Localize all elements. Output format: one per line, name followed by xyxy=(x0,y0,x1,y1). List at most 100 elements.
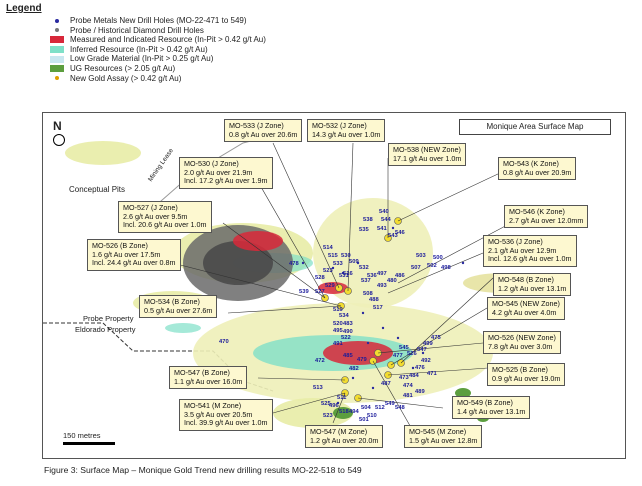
callout-line: 14.3 g/t Au over 1.0m xyxy=(312,129,381,139)
callout-line: 0.8 g/t Au over 20.6m xyxy=(229,129,298,139)
drill-hole-label: 530 xyxy=(341,253,351,259)
drill-hole-label: 541 xyxy=(377,226,387,232)
legend-item: Measured and Indicated Resource (In-Pit … xyxy=(50,35,266,45)
callout-line: Incl. 24.4 g/t Au over 0.8m xyxy=(92,258,176,268)
callout-mo-547m[interactable]: MO-547 (M Zone)1.2 g/t Au over 20.0m xyxy=(305,425,384,449)
drill-hole-label: 547 xyxy=(417,347,427,353)
callout-mo-545n[interactable]: MO-545 (NEW Zone)4.2 g/t Au over 4.0m xyxy=(487,297,565,321)
measured-indicated-resource xyxy=(233,231,283,251)
callout-line: MO-532 (J Zone) xyxy=(312,121,367,130)
drill-hole-label: 539 xyxy=(299,289,309,295)
legend-swatch xyxy=(50,65,64,73)
legend-swatch xyxy=(50,36,64,44)
legend-item-label: Probe Metals New Drill Holes (MO-22-471 … xyxy=(70,16,247,25)
legend-item-label: Probe / Historical Diamond Drill Holes xyxy=(70,25,204,35)
drill-hole-label: 471 xyxy=(427,371,437,377)
drill-hole-label: 481 xyxy=(403,393,413,399)
legend-item: Inferred Resource (In-Pit > 0.42 g/t Au) xyxy=(50,45,266,55)
callout-line: MO-530 (J Zone) xyxy=(184,159,239,168)
drill-hole-label: 491 xyxy=(333,341,343,347)
drill-hole-label: 534 xyxy=(339,313,349,319)
map-title: Monique Area Surface Map xyxy=(459,119,611,135)
drill-hole-label: 503 xyxy=(416,253,426,259)
legend-item: UG Resources (> 2.05 g/t Au) xyxy=(50,64,266,74)
callout-line: MO-548 (B Zone) xyxy=(498,275,554,284)
drill-hole-label: 518 xyxy=(339,409,349,415)
legend: Probe Metals New Drill Holes (MO-22-471 … xyxy=(50,16,266,83)
drill-hole-label: 479 xyxy=(357,357,367,363)
drill-hole-label: 531 xyxy=(339,273,349,279)
callout-mo-538[interactable]: MO-538 (NEW Zone)17.1 g/t Au over 1.0m xyxy=(388,143,467,167)
drill-hole-label: 540 xyxy=(379,209,389,215)
probe-property-label: Probe Property xyxy=(83,314,134,323)
callout-mo-548[interactable]: MO-548 (B Zone)1.2 g/t Au over 13.1m xyxy=(493,273,572,297)
callout-mo-546[interactable]: MO-546 (K Zone)2.7 g/t Au over 12.0mm xyxy=(504,205,589,229)
callout-mo-525[interactable]: MO-525 (B Zone)0.9 g/t Au over 19.0m xyxy=(487,363,566,387)
ug-resource xyxy=(455,388,471,398)
drill-hole-label: 523 xyxy=(323,413,333,419)
callout-mo-549[interactable]: MO-549 (B Zone)1.4 g/t Au over 13.1m xyxy=(452,396,531,420)
callout-line: MO-545 (M Zone) xyxy=(409,427,467,436)
drill-hole-label: 517 xyxy=(373,305,383,311)
drill-hole-label: 478 xyxy=(289,261,299,267)
drill-hole-label: 483 xyxy=(343,321,353,327)
legend-item: Probe Metals New Drill Holes (MO-22-471 … xyxy=(50,16,266,26)
drill-hole-label: 544 xyxy=(381,217,391,223)
callout-line: MO-533 (J Zone) xyxy=(229,121,284,130)
drill-hole-label: 475 xyxy=(431,335,441,341)
callout-mo-526n[interactable]: MO-526 (NEW Zone)7.8 g/t Au over 3.0m xyxy=(483,331,561,355)
callout-line: MO-541 (M Zone) xyxy=(184,401,242,410)
callout-line: 1.4 g/t Au over 13.1m xyxy=(457,406,526,416)
callout-mo-543[interactable]: MO-543 (K Zone)0.8 g/t Au over 20.9m xyxy=(498,157,577,181)
callout-line: 7.8 g/t Au over 3.0m xyxy=(488,341,553,351)
callout-line: MO-546 (K Zone) xyxy=(509,207,565,216)
callout-line: 3.5 g/t Au over 20.5m xyxy=(184,409,253,419)
drill-hole-label: 519 xyxy=(333,307,343,313)
inferred-resource xyxy=(165,323,201,333)
callout-mo-545m[interactable]: MO-545 (M Zone)1.5 g/t Au over 12.8m xyxy=(404,425,483,449)
drill-hole-label: 482 xyxy=(349,366,359,372)
legend-item-label: Measured and Indicated Resource (In-Pit … xyxy=(70,35,266,45)
callout-mo-533[interactable]: MO-533 (J Zone)0.8 g/t Au over 20.6m xyxy=(224,119,303,143)
drill-hole-label: 504 xyxy=(361,405,371,411)
legend-item-label: Inferred Resource (In-Pit > 0.42 g/t Au) xyxy=(70,44,208,54)
legend-item-label: Low Grade Material (In-Pit > 0.25 g/t Au… xyxy=(70,54,214,64)
callout-line: 1.5 g/t Au over 12.8m xyxy=(409,435,478,445)
drill-hole-label: 538 xyxy=(363,217,373,223)
surface-map[interactable]: Monique Area Surface Map N Conceptual Pi… xyxy=(42,112,626,459)
callout-line: MO-525 (B Zone) xyxy=(492,365,548,374)
callout-line: 0.8 g/t Au over 20.9m xyxy=(503,167,572,177)
drill-hole-label: 527 xyxy=(315,289,325,295)
conceptual-pits-label: Conceptual Pits xyxy=(69,185,126,194)
conceptual-pit xyxy=(203,241,273,285)
drill-hole-label: 520 xyxy=(333,321,343,327)
drill-hole-label: 507 xyxy=(411,265,421,271)
drill-hole-label: 532 xyxy=(359,265,369,271)
callout-line: 17.1 g/t Au over 1.0m xyxy=(393,153,462,163)
callout-line: 1.2 g/t Au over 13.1m xyxy=(498,283,567,293)
low-grade-zone xyxy=(273,398,353,428)
callout-line: MO-536 (J Zone) xyxy=(488,237,543,246)
callout-line: MO-534 (B Zone) xyxy=(144,297,200,306)
callout-line: 0.9 g/t Au over 19.0m xyxy=(492,373,561,383)
drill-hole-label: 511 xyxy=(337,395,347,401)
drill-hole-label: 508 xyxy=(363,291,373,297)
callout-line: MO-547 (M Zone) xyxy=(310,427,368,436)
callout-mo-534[interactable]: MO-534 (B Zone)0.5 g/t Au over 27.6m xyxy=(139,295,218,319)
callout-line: MO-547 (B Zone) xyxy=(174,368,230,377)
drill-hole-label: 513 xyxy=(313,385,323,391)
callout-line: Incl. 17.2 g/t Au over 1.9m xyxy=(184,176,268,186)
callout-line: 1.2 g/t Au over 20.0m xyxy=(310,435,379,445)
callout-mo-532[interactable]: MO-532 (J Zone)14.3 g/t Au over 1.0m xyxy=(307,119,386,143)
drill-hole-label: 474 xyxy=(403,383,413,389)
drill-hole-label: 494 xyxy=(349,409,359,415)
drill-hole-label: 512 xyxy=(375,405,385,411)
legend-dot-icon xyxy=(55,28,59,33)
callout-line: MO-526 (NEW Zone) xyxy=(488,333,556,342)
callout-mo-547b[interactable]: MO-547 (B Zone)1.1 g/t Au over 16.0m xyxy=(169,366,248,390)
